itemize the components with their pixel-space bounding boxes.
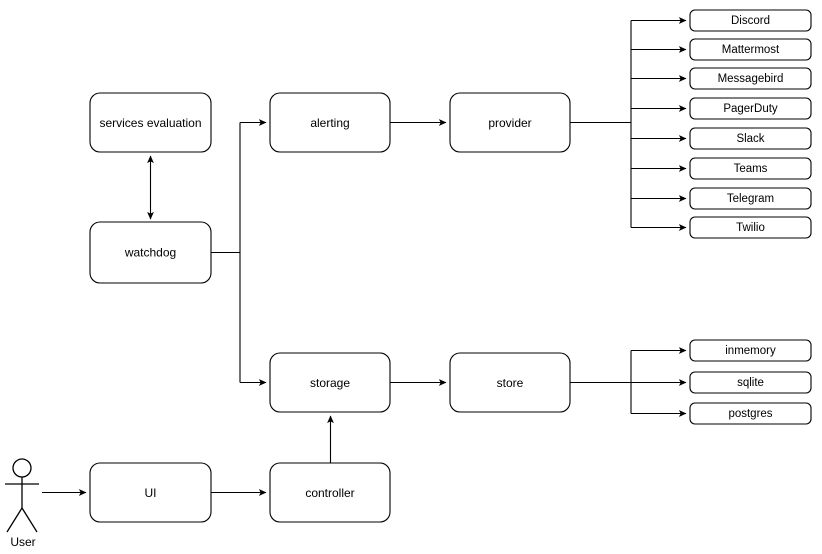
leaf-telegram[interactable]: Telegram	[689, 187, 812, 210]
leaf-inmemory[interactable]: inmemory	[689, 339, 812, 362]
leaf-pagerduty[interactable]: PagerDuty	[689, 97, 812, 120]
actor-head-icon	[12, 458, 32, 478]
leaf-label-twilio: Twilio	[736, 222, 765, 234]
node-label-controller: controller	[305, 486, 354, 500]
edge-layer	[42, 20, 632, 496]
leaf-label-discord: Discord	[731, 15, 770, 27]
provider-branch-layer	[631, 17, 687, 231]
leaf-label-postgres: postgres	[728, 408, 772, 420]
leaf-mattermost[interactable]: Mattermost	[689, 38, 812, 61]
leaf-label-inmemory: inmemory	[725, 345, 776, 357]
node-controller[interactable]: controller	[269, 462, 391, 523]
node-store[interactable]: store	[449, 352, 571, 413]
leaf-label-mattermost: Mattermost	[722, 44, 780, 56]
leaf-slack[interactable]: Slack	[689, 127, 812, 150]
leaf-twilio[interactable]: Twilio	[689, 216, 812, 239]
actor-label: User	[10, 535, 35, 549]
leaf-discord[interactable]: Discord	[689, 9, 812, 32]
user-actor[interactable]: User	[5, 458, 39, 549]
node-watchdog[interactable]: watchdog	[89, 221, 212, 284]
leaf-messagebird[interactable]: Messagebird	[689, 67, 812, 90]
node-alerting[interactable]: alerting	[269, 92, 391, 153]
provider-leaf-layer: Discord Mattermost Messagebird PagerDuty…	[689, 9, 812, 239]
node-layer: services evaluation watchdog alerting pr…	[89, 92, 571, 523]
actor-leg-right-icon	[21, 507, 38, 533]
node-label-store: store	[497, 376, 524, 390]
store-leaf-layer: inmemory sqlite postgres	[689, 339, 812, 425]
leaf-postgres[interactable]: postgres	[689, 402, 812, 425]
node-storage[interactable]: storage	[269, 352, 391, 413]
leaf-label-sqlite: sqlite	[737, 377, 764, 389]
leaf-label-slack: Slack	[736, 133, 764, 145]
node-provider[interactable]: provider	[449, 92, 571, 153]
actor-leg-left-icon	[6, 507, 23, 533]
node-label-watchdog: watchdog	[124, 246, 176, 260]
node-label-provider: provider	[488, 116, 531, 130]
leaf-label-messagebird: Messagebird	[718, 73, 784, 85]
node-ui[interactable]: UI	[89, 462, 212, 523]
leaf-teams[interactable]: Teams	[689, 157, 812, 180]
node-label-alerting: alerting	[310, 116, 349, 130]
leaf-label-teams: Teams	[734, 163, 768, 175]
node-label-storage: storage	[310, 376, 350, 390]
store-branch-layer	[631, 347, 687, 417]
leaf-label-pagerduty: PagerDuty	[723, 103, 778, 115]
leaf-sqlite[interactable]: sqlite	[689, 371, 812, 394]
node-label-ui: UI	[145, 486, 157, 500]
node-label-services-evaluation: services evaluation	[99, 116, 201, 130]
leaf-label-telegram: Telegram	[727, 193, 774, 205]
node-services-evaluation[interactable]: services evaluation	[89, 92, 212, 153]
